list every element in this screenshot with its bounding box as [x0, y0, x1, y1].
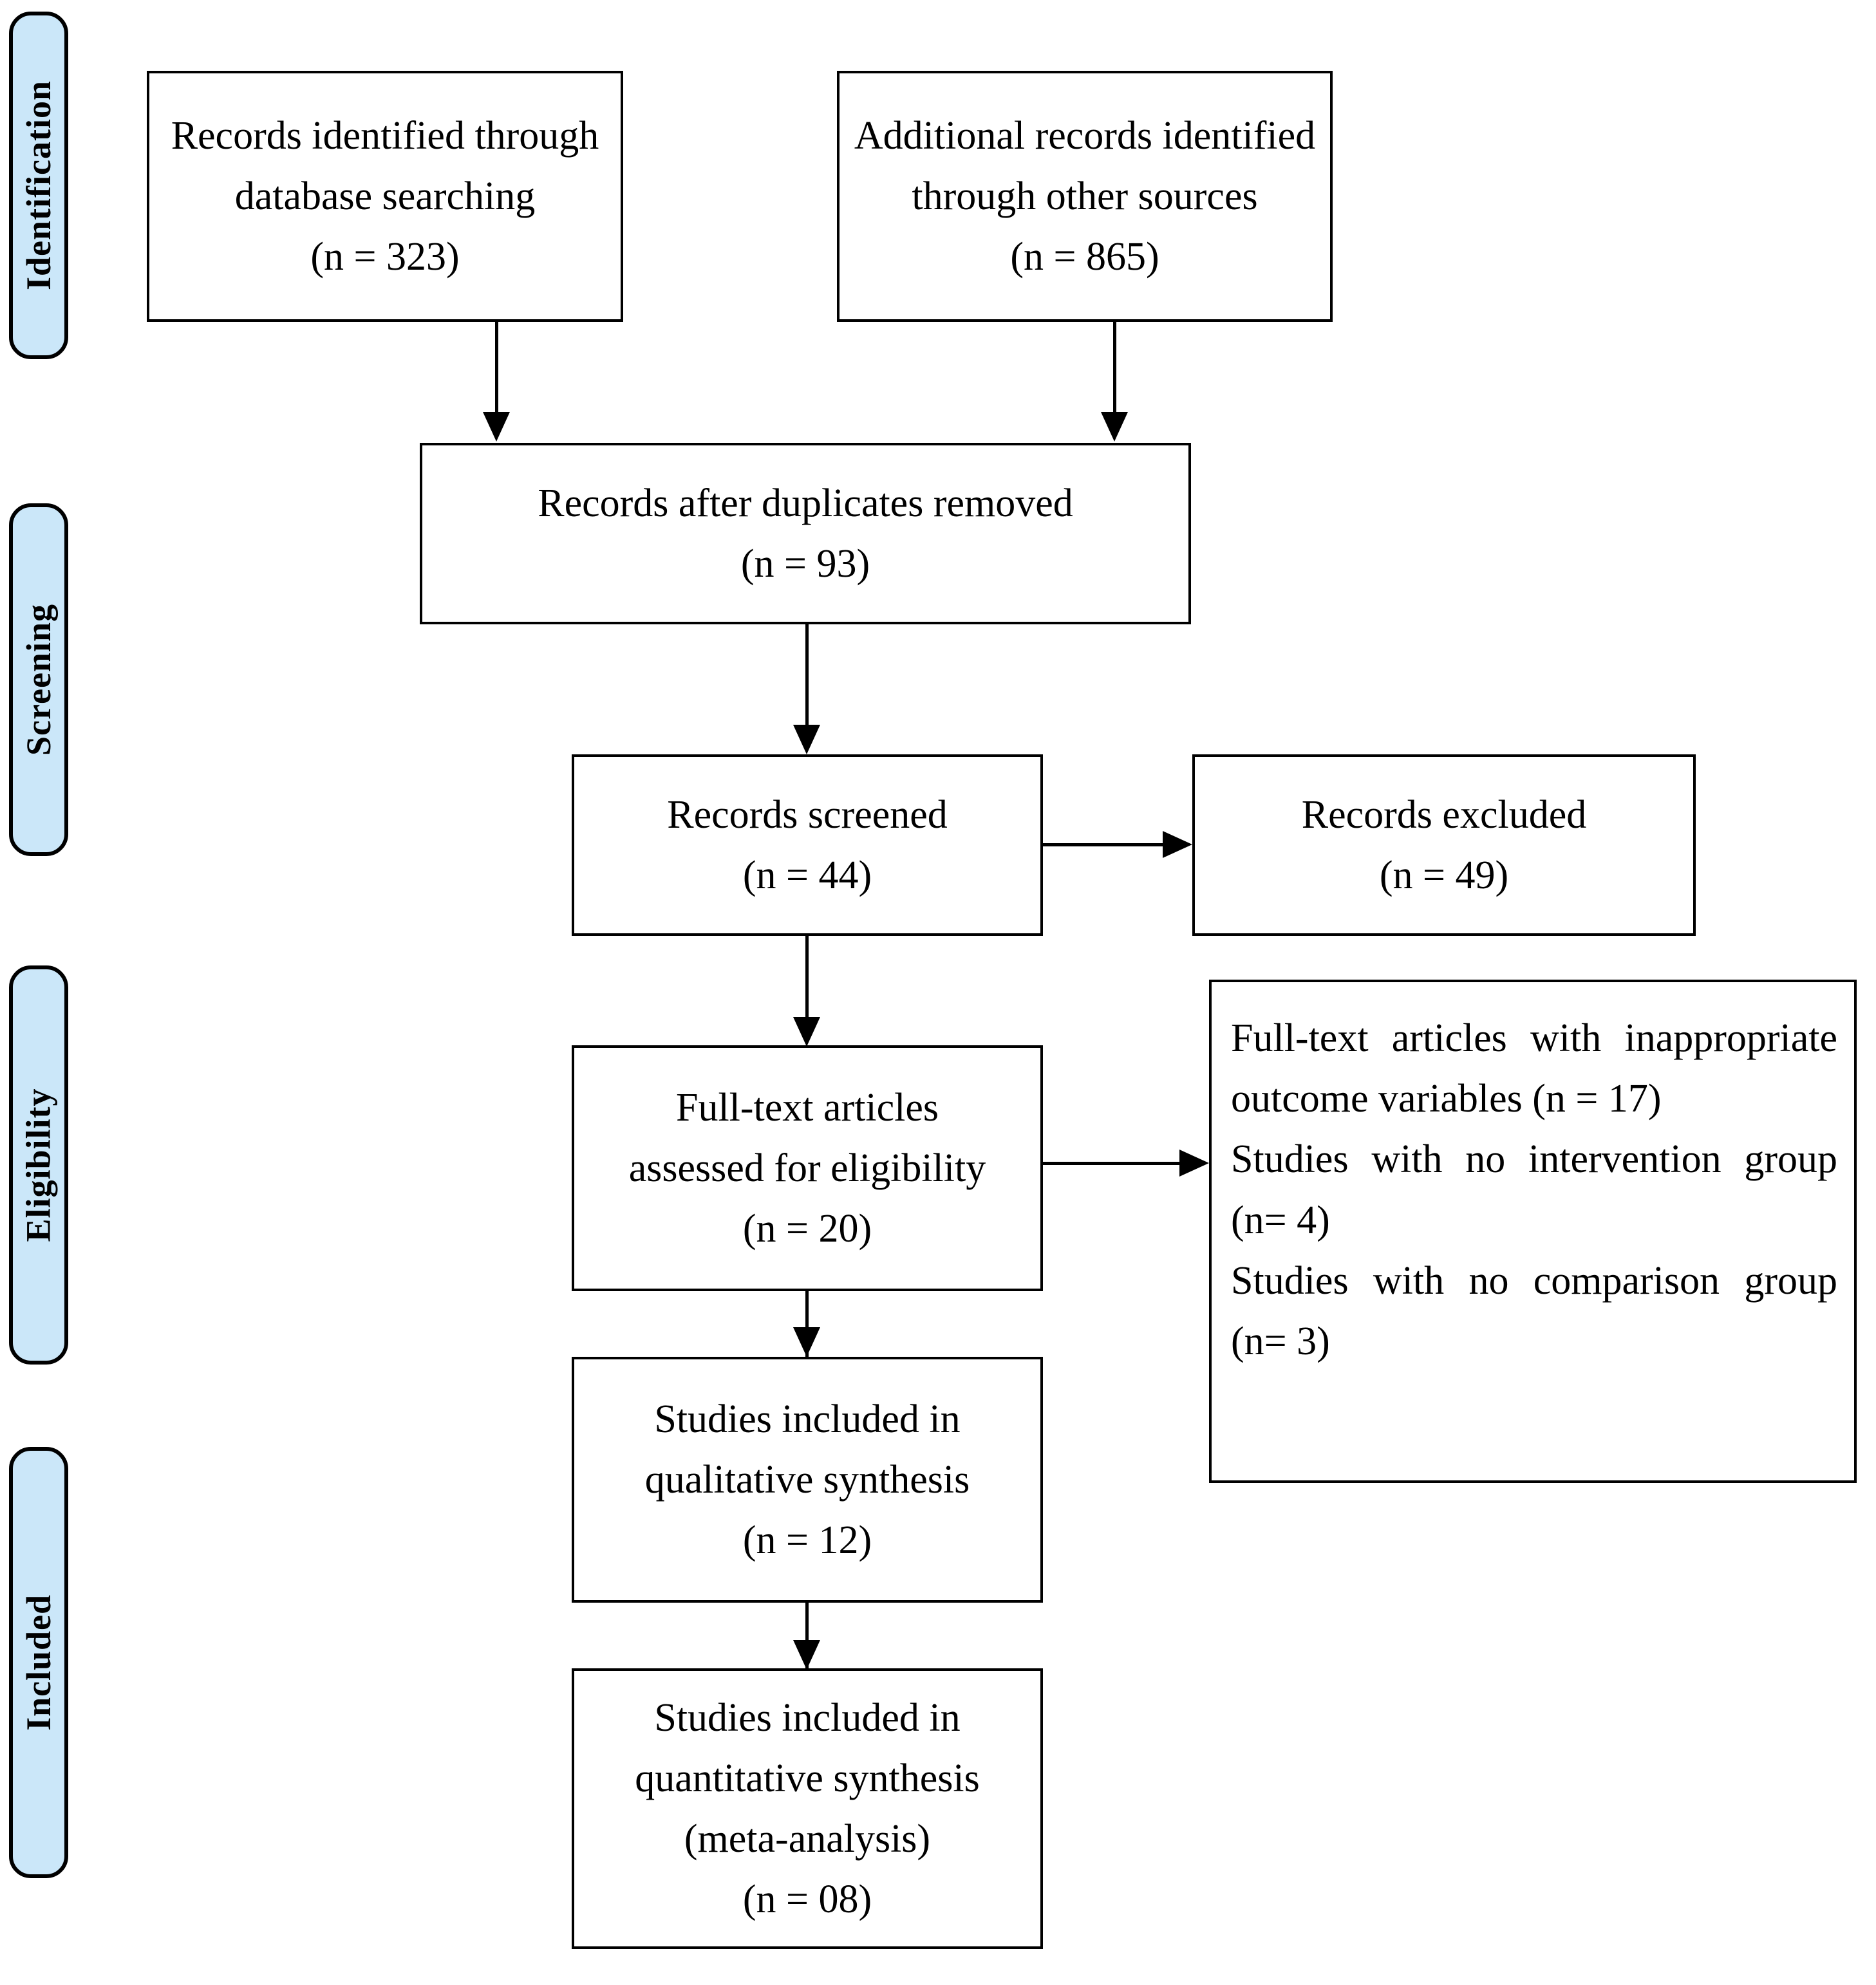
box-line: Records excluded — [1301, 792, 1587, 837]
box-qualitative-synthesis: Studies included in qualitative synthesi… — [572, 1357, 1043, 1603]
arrowhead-screened-to-excluded — [1163, 831, 1192, 858]
box-line: through other sources — [912, 174, 1258, 218]
phase-label-eligibility-text: Eligibility — [19, 1088, 58, 1242]
box-quantitative-synthesis: Studies included in quantitative synthes… — [572, 1668, 1043, 1949]
box-line: Records after duplicates removed — [538, 481, 1073, 525]
phase-label-included: Included — [9, 1447, 68, 1878]
box-line: Full-text articles — [675, 1085, 939, 1130]
box-line: Additional records identified — [854, 113, 1316, 158]
box-line: (n = 865) — [1010, 235, 1159, 279]
box-records-identified-other-sources: Additional records identified through ot… — [837, 71, 1333, 322]
box-fulltext-assessed-for-eligibility: Full-text articles assessed for eligibil… — [572, 1045, 1043, 1291]
connector-fulltext-to-exclusion-reasons — [1043, 1162, 1179, 1165]
box-line: (n = 323) — [310, 235, 460, 279]
arrowhead-database-to-duplicates — [483, 412, 510, 442]
arrowhead-other-sources-to-duplicates — [1101, 412, 1128, 442]
phase-label-identification: Identification — [9, 12, 68, 359]
box-line: (meta-analysis) — [684, 1817, 931, 1861]
arrowhead-qualitative-to-quantitative — [793, 1640, 820, 1670]
box-records-after-duplicates-removed: Records after duplicates removed (n = 93… — [420, 443, 1191, 624]
arrowhead-fulltext-to-exclusion-reasons — [1179, 1150, 1209, 1177]
connector-screened-to-fulltext — [805, 936, 809, 1018]
connector-qualitative-to-quantitative — [805, 1603, 809, 1675]
box-line: Records screened — [667, 792, 948, 837]
box-exclusion-reasons: Full-text articles with inappropriate ou… — [1209, 980, 1857, 1483]
box-line: database searching — [234, 174, 536, 218]
box-line: (n = 20) — [742, 1207, 872, 1251]
box-line: qualitative synthesis — [644, 1457, 970, 1502]
box-line: (n = 49) — [1379, 853, 1509, 897]
connector-screened-to-excluded — [1043, 843, 1163, 846]
arrowhead-duplicates-to-screened — [793, 725, 820, 754]
phase-label-eligibility: Eligibility — [9, 965, 68, 1365]
box-line: quantitative synthesis — [635, 1756, 980, 1800]
arrowhead-fulltext-to-qualitative — [793, 1327, 820, 1357]
box-line: assessed for eligibility — [628, 1146, 986, 1190]
arrowhead-screened-to-fulltext — [793, 1017, 820, 1047]
box-records-screened: Records screened (n = 44) — [572, 754, 1043, 936]
box-records-excluded: Records excluded (n = 49) — [1192, 754, 1696, 936]
box-line: (n = 12) — [742, 1518, 872, 1563]
exclusion-reason-item: Studies with no comparison group (n= 3) — [1231, 1258, 1837, 1364]
connector-database-to-duplicates — [495, 322, 498, 413]
box-line: Records identified through — [171, 113, 599, 158]
phase-label-screening-text: Screening — [19, 604, 58, 756]
box-line: Studies included in — [654, 1397, 961, 1441]
phase-label-screening: Screening — [9, 503, 68, 856]
phase-label-included-text: Included — [19, 1594, 58, 1731]
connector-fulltext-to-qualitative — [805, 1291, 809, 1362]
phase-label-identification-text: Identification — [19, 80, 59, 291]
box-records-identified-database: Records identified through database sear… — [147, 71, 623, 322]
connector-duplicates-to-screened — [805, 624, 809, 726]
box-line: (n = 44) — [742, 853, 872, 897]
connector-other-sources-to-duplicates — [1113, 322, 1116, 413]
exclusion-reason-item: Studies with no intervention group (n= 4… — [1231, 1137, 1837, 1242]
box-line: (n = 08) — [742, 1878, 872, 1922]
box-line: Studies included in — [654, 1695, 961, 1740]
exclusion-reason-item: Full-text articles with inappropriate ou… — [1231, 1016, 1837, 1121]
box-line: (n = 93) — [740, 542, 870, 586]
